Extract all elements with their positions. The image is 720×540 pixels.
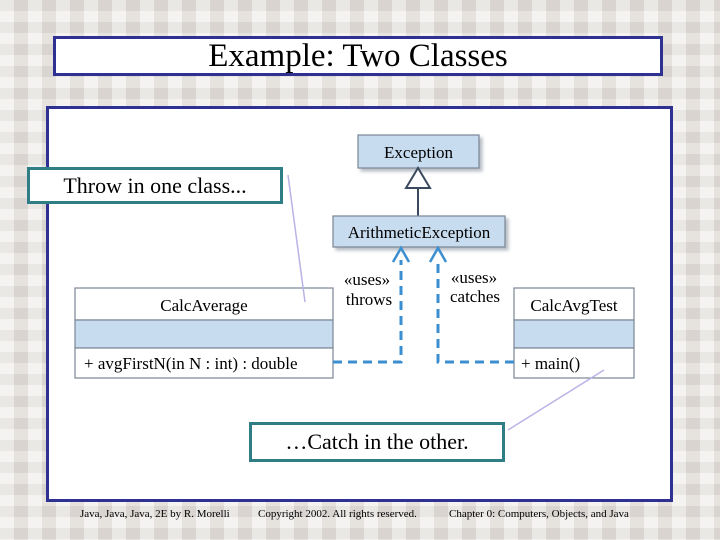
- catch-callout: …Catch in the other.: [249, 422, 505, 462]
- catches-label: catches: [450, 287, 500, 306]
- footer-chapter: Chapter 0: Computers, Objects, and Java: [449, 508, 629, 520]
- arithmetic-exception-class: ArithmeticException: [332, 215, 506, 248]
- slide-title: Example: Two Classes: [53, 36, 663, 76]
- catches-dependency: [428, 245, 514, 364]
- catch-callout-pointer: [507, 369, 605, 431]
- exception-class: Exception: [357, 134, 480, 169]
- throw-callout-text: Throw in one class...: [30, 170, 280, 201]
- catches-stereotype: «uses»: [451, 268, 497, 287]
- calc-average-class-name: CalcAverage: [160, 296, 247, 315]
- calc-average-class: CalcAverage + avgFirstN(in N : int) : do…: [74, 287, 334, 379]
- footer-author: Java, Java, Java, 2E by R. Morelli: [80, 508, 230, 520]
- generalization-arrow: [404, 166, 432, 216]
- arithmetic-exception-class-label: ArithmeticException: [348, 223, 491, 242]
- calc-avg-test-class-name: CalcAvgTest: [530, 296, 618, 315]
- footer-copyright: Copyright 2002. All rights reserved.: [258, 508, 417, 520]
- calc-avg-test-class: CalcAvgTest + main(): [513, 287, 635, 379]
- throw-callout: Throw in one class...: [27, 167, 283, 204]
- catch-callout-text: …Catch in the other.: [252, 425, 502, 459]
- throws-stereotype: «uses»: [344, 270, 390, 289]
- throws-label: throws: [346, 290, 392, 309]
- throw-callout-pointer: [287, 174, 306, 303]
- calc-average-method: + avgFirstN(in N : int) : double: [84, 354, 298, 373]
- throws-dependency: [333, 245, 411, 364]
- calc-avg-test-method: + main(): [521, 354, 580, 373]
- exception-class-label: Exception: [384, 143, 453, 162]
